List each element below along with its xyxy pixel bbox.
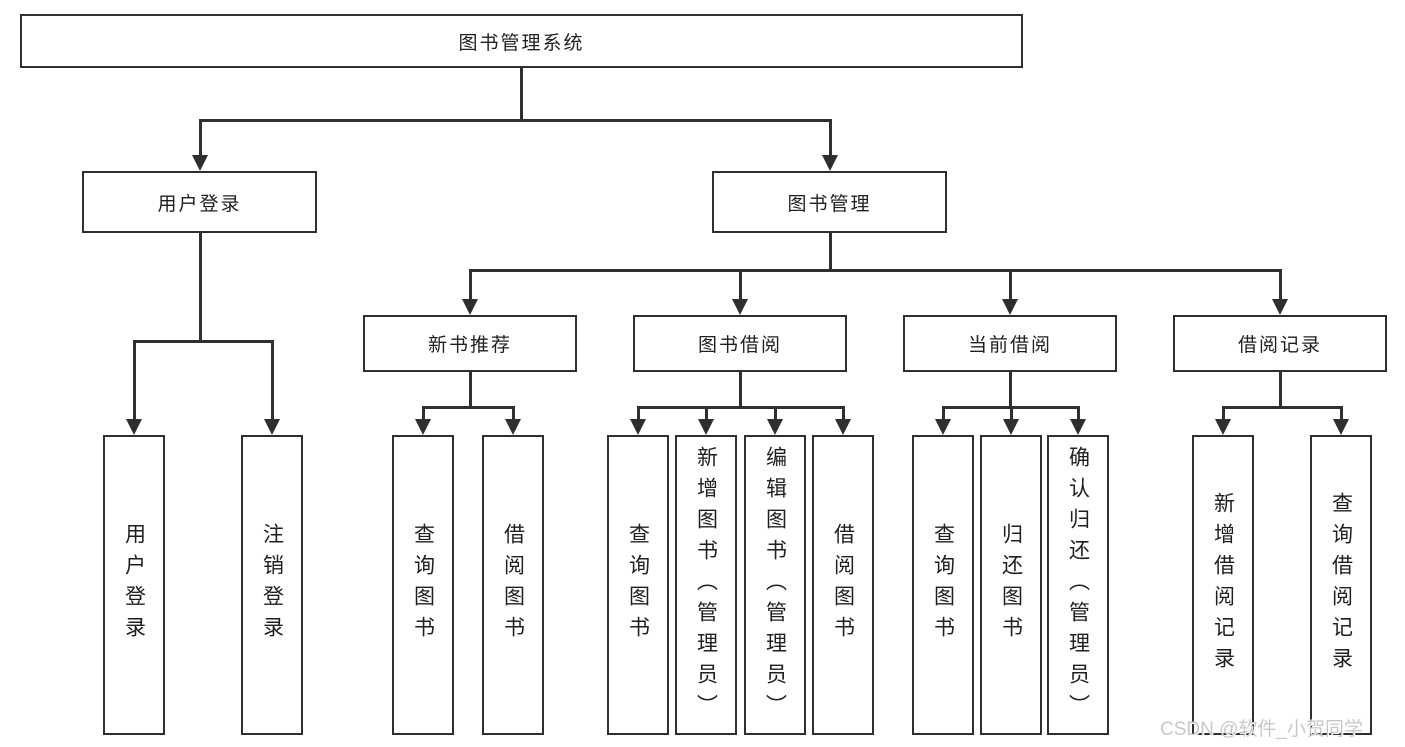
connector-line <box>198 118 832 122</box>
connector-line <box>941 407 945 420</box>
arrow-down-icon <box>462 299 478 315</box>
arrow-down-icon <box>192 155 208 171</box>
connector-line <box>270 342 274 420</box>
node-root-label: 图书管理系统 <box>458 32 585 54</box>
leaf-logout: 注销登录 <box>241 435 303 735</box>
connector-line <box>198 233 202 343</box>
connector-line <box>1221 405 1343 409</box>
leaf-add-borrow-record-label: 新增借阅记录 <box>1211 492 1235 678</box>
connector-line <box>704 407 708 420</box>
leaf-add-books-admin-label: 新增图书（管理员） <box>694 445 718 725</box>
node-new-book-recommend-label: 新书推荐 <box>427 335 512 356</box>
connector-line <box>1278 270 1282 300</box>
connector-line <box>132 340 274 343</box>
leaf-query-books-3: 查询图书 <box>912 435 974 735</box>
node-user-login-label: 用户登录 <box>157 193 242 215</box>
arrow-down-icon <box>1333 419 1349 435</box>
arrow-down-icon <box>822 155 838 171</box>
node-book-borrow-label: 图书借阅 <box>697 335 782 356</box>
arrow-down-icon <box>1272 299 1288 315</box>
arrow-down-icon <box>698 419 714 435</box>
leaf-confirm-return-admin-label: 确认归还（管理员） <box>1066 445 1090 725</box>
leaf-logout-label: 注销登录 <box>260 523 284 647</box>
leaf-query-books-1: 查询图书 <box>392 435 454 735</box>
connector-line <box>1339 407 1343 420</box>
connector-line <box>511 407 515 420</box>
arrow-down-icon <box>935 419 951 435</box>
leaf-query-books-2-label: 查询图书 <box>626 523 650 647</box>
connector-line <box>828 120 832 157</box>
arrow-down-icon <box>505 419 521 435</box>
connector-line <box>421 405 515 409</box>
node-new-book-recommend: 新书推荐 <box>363 315 577 372</box>
leaf-query-books-3-label: 查询图书 <box>931 523 955 647</box>
leaf-borrow-books-2: 借阅图书 <box>812 435 874 735</box>
node-book-management: 图书管理 <box>712 171 947 233</box>
connector-line <box>421 407 425 420</box>
connector-line <box>468 268 1282 272</box>
connector-line <box>841 407 845 420</box>
csdn-watermark: CSDN @软件_小贺同学 <box>1160 719 1363 740</box>
arrow-down-icon <box>630 419 646 435</box>
connector-line <box>636 405 845 409</box>
connector-line <box>1008 372 1012 408</box>
connector-line <box>1221 407 1225 420</box>
leaf-borrow-books-2-label: 借阅图书 <box>831 523 855 647</box>
connector-line <box>1076 407 1080 420</box>
node-current-borrow-label: 当前借阅 <box>967 335 1052 356</box>
arrow-down-icon <box>415 419 431 435</box>
node-current-borrow: 当前借阅 <box>903 315 1117 372</box>
connector-line <box>520 68 523 120</box>
arrow-down-icon <box>732 299 748 315</box>
connector-line <box>198 120 202 157</box>
leaf-edit-books-admin: 编辑图书（管理员） <box>744 435 806 735</box>
connector-line <box>1009 407 1013 420</box>
leaf-query-borrow-record-label: 查询借阅记录 <box>1329 492 1353 678</box>
leaf-confirm-return-admin: 确认归还（管理员） <box>1047 435 1109 735</box>
arrow-down-icon <box>1070 419 1086 435</box>
arrow-down-icon <box>1002 299 1018 315</box>
arrow-down-icon <box>1003 419 1019 435</box>
leaf-user-login-label: 用户登录 <box>122 523 146 647</box>
leaf-return-books-label: 归还图书 <box>999 523 1023 647</box>
node-borrow-records: 借阅记录 <box>1173 315 1387 372</box>
connector-line <box>828 233 832 271</box>
arrow-down-icon <box>1215 419 1231 435</box>
arrow-down-icon <box>767 419 783 435</box>
node-borrow-records-label: 借阅记录 <box>1237 335 1322 356</box>
node-book-management-label: 图书管理 <box>787 193 872 215</box>
connector-line <box>1008 270 1012 300</box>
arrow-down-icon <box>126 419 142 435</box>
arrow-down-icon <box>264 419 280 435</box>
leaf-query-books-2: 查询图书 <box>607 435 669 735</box>
connector-line <box>132 342 136 420</box>
leaf-edit-books-admin-label: 编辑图书（管理员） <box>763 445 787 725</box>
leaf-add-borrow-record: 新增借阅记录 <box>1192 435 1254 735</box>
leaf-borrow-books-1-label: 借阅图书 <box>501 523 525 647</box>
node-book-borrow: 图书借阅 <box>633 315 847 372</box>
leaf-add-books-admin: 新增图书（管理员） <box>675 435 737 735</box>
connector-line <box>738 270 742 300</box>
connector-line <box>468 270 472 300</box>
node-root: 图书管理系统 <box>20 14 1023 68</box>
connector-line <box>1278 372 1282 408</box>
leaf-borrow-books-1: 借阅图书 <box>482 435 544 735</box>
leaf-user-login: 用户登录 <box>103 435 165 735</box>
leaf-query-books-1-label: 查询图书 <box>411 523 435 647</box>
leaf-query-borrow-record: 查询借阅记录 <box>1310 435 1372 735</box>
leaf-return-books: 归还图书 <box>980 435 1042 735</box>
connector-line <box>468 372 472 408</box>
connector-line <box>738 372 742 408</box>
arrow-down-icon <box>835 419 851 435</box>
connector-line <box>636 407 640 420</box>
connector-line <box>773 407 777 420</box>
node-user-login: 用户登录 <box>82 171 317 233</box>
